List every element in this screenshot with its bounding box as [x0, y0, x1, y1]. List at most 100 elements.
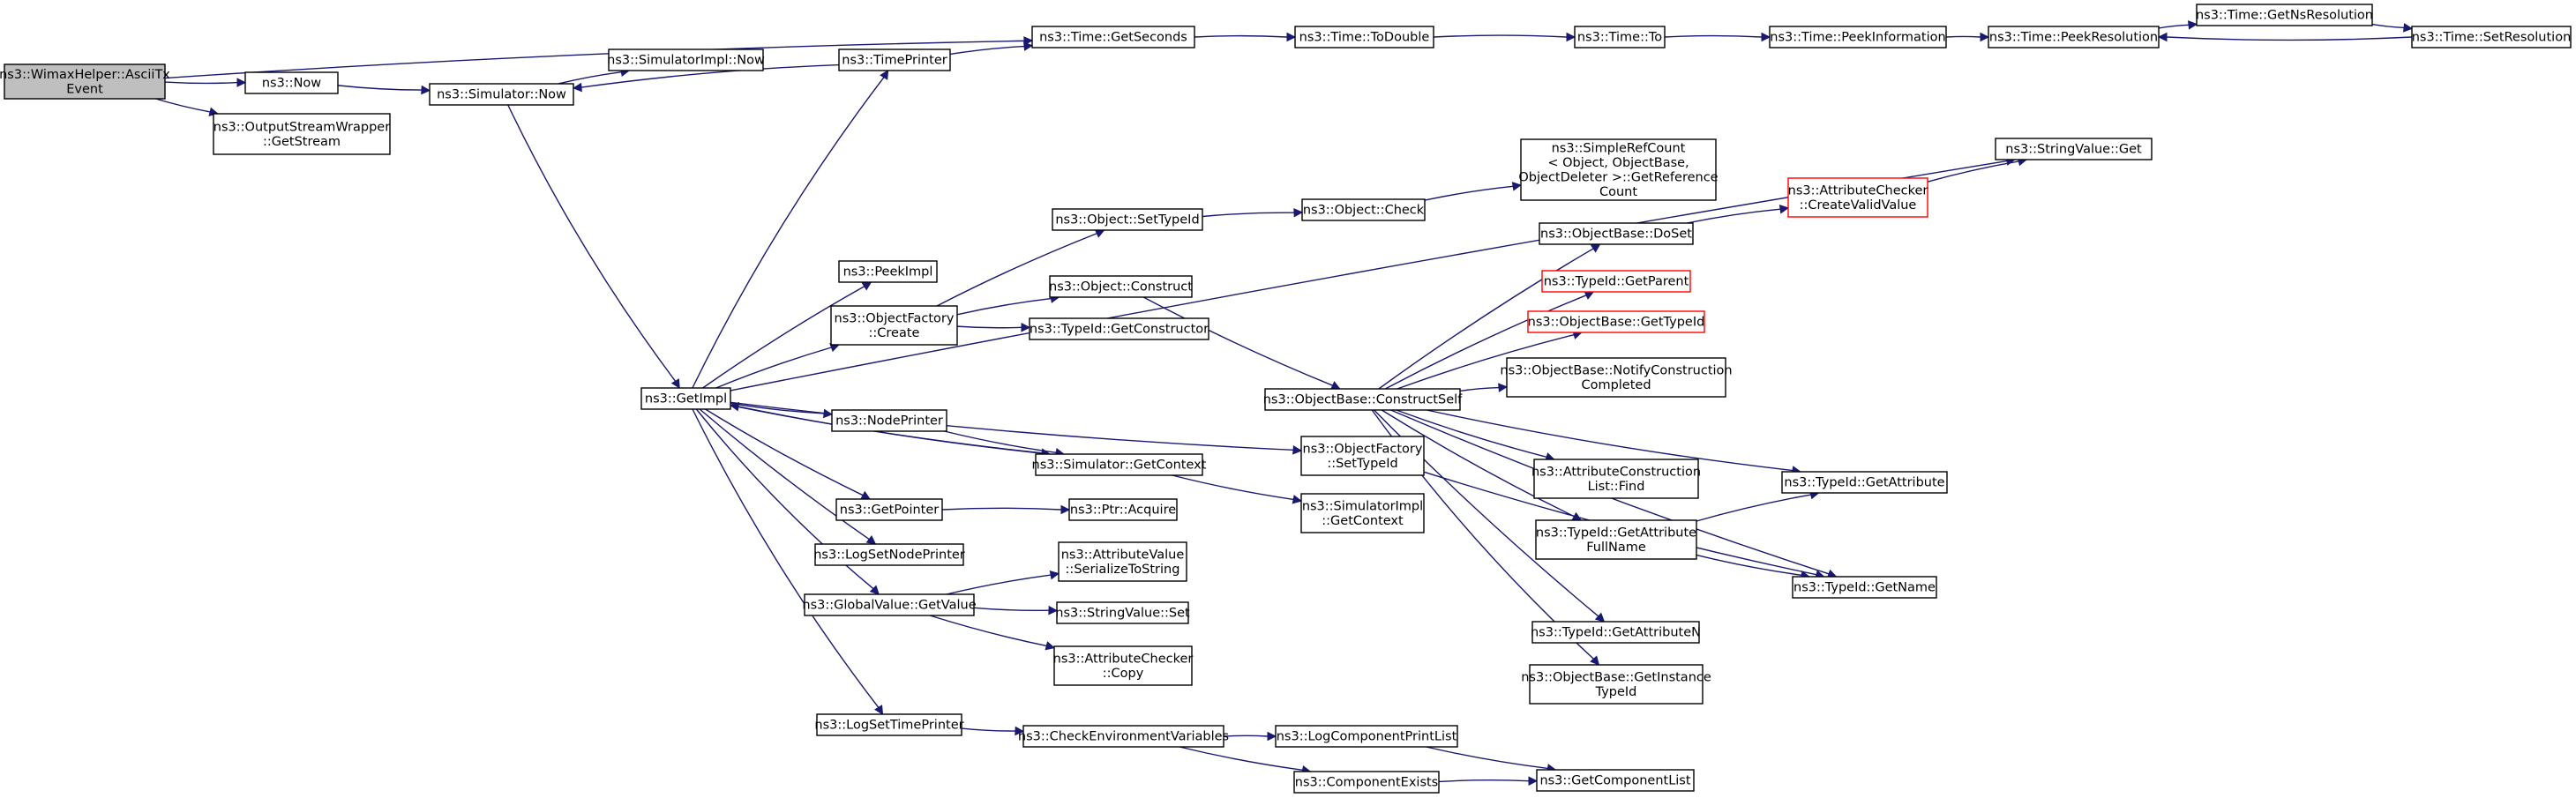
node-getattributen[interactable]: ns3::TypeId::GetAttributeN [1531, 621, 1701, 644]
node-label-osw-1: ::GetStream [263, 135, 341, 149]
node-label-simplerefcount-3: Count [1599, 185, 1637, 199]
node-box-peekres [1988, 26, 2160, 48]
node-stringvalueset[interactable]: ns3::StringValue::Set [1055, 601, 1190, 624]
edge-getimpl-to-getpointer [705, 408, 864, 496]
node-label-peekimpl-0: ns3::PeekImpl [843, 265, 933, 280]
node-setTypeId[interactable]: ns3::Object::SetTypeId [1052, 208, 1203, 231]
node-obgettypeid[interactable]: ns3::ObjectBase::GetTypeId [1527, 310, 1705, 333]
node-box-checkenv [1022, 725, 1224, 748]
node-getimpl[interactable]: ns3::GetImpl [640, 387, 731, 410]
node-todouble[interactable]: ns3::Time::ToDouble [1294, 26, 1434, 48]
node-osw[interactable]: ns3::OutputStreamWrapper::GetStream [213, 113, 391, 155]
node-box-timeprinter [838, 48, 951, 71]
node-label-ofcreate-1: ::Create [869, 326, 920, 340]
edge-root-to-osw [155, 98, 211, 113]
node-label-nodeprinter-0: ns3::NodePrinter [835, 414, 943, 429]
arrowhead-now-to-simnow [421, 85, 431, 95]
node-ptracquire[interactable]: ns3::Ptr::Acquire [1068, 498, 1178, 521]
node-getpointer[interactable]: ns3::GetPointer [835, 498, 943, 521]
node-label-accopy-0: ns3::AttributeChecker [1053, 652, 1194, 666]
node-peekres[interactable]: ns3::Time::PeekResolution [1988, 26, 2160, 48]
node-simplerefcount[interactable]: ns3::SimpleRefCount< Object, ObjectBase,… [1518, 138, 1719, 201]
node-check[interactable]: ns3::Object::Check [1301, 198, 1426, 221]
node-checkenv[interactable]: ns3::CheckEnvironmentVariables [1018, 725, 1229, 748]
node-getcomplist[interactable]: ns3::GetComponentList [1536, 769, 1695, 792]
edge-setres-to-peekres [2166, 36, 2413, 41]
node-label-getconstructor-0: ns3::TypeId::GetConstructor [1030, 323, 1209, 337]
node-box-root [4, 63, 166, 100]
node-peekinfo[interactable]: ns3::Time::PeekInformation [1769, 26, 1947, 48]
node-now[interactable]: ns3::Now [244, 71, 339, 94]
node-ofcreate[interactable]: ns3::ObjectFactory::Create [830, 305, 958, 346]
node-box-stringvalueget [1995, 138, 2153, 160]
node-construct[interactable]: ns3::Object::Construct [1049, 275, 1193, 298]
node-nodeprinter[interactable]: ns3::NodePrinter [831, 409, 947, 432]
node-createvalid[interactable]: ns3::AttributeChecker::CreateValidValue [1787, 177, 1928, 218]
node-accopy[interactable]: ns3::AttributeChecker::Copy [1053, 645, 1194, 686]
node-simnow[interactable]: ns3::Simulator::Now [429, 83, 574, 106]
node-getseconds[interactable]: ns3::Time::GetSeconds [1031, 26, 1195, 48]
edge-root-to-now [164, 81, 238, 85]
edge-timeprinter-to-simnow [580, 63, 840, 88]
edge-constructself-to-notifyconstruction [1459, 386, 1500, 392]
edge-getimpl-to-logsetnodeprinter [699, 408, 870, 541]
node-getconstructor[interactable]: ns3::TypeId::GetConstructor [1029, 317, 1209, 340]
node-getparent[interactable]: ns3::TypeId::GetParent [1541, 270, 1691, 293]
edge-peekres-to-getnsres [2158, 24, 2190, 29]
node-box-todouble [1294, 26, 1434, 48]
arrowhead-constructself-to-getinstancetypeid [1590, 655, 1600, 666]
node-doset[interactable]: ns3::ObjectBase::DoSet [1539, 222, 1694, 245]
node-box-accopy [1053, 645, 1193, 686]
node-label-getattribute-0: ns3::TypeId::GetAttribute [1784, 476, 1944, 490]
node-ofsettypeid[interactable]: ns3::ObjectFactory::SetTypeId [1300, 436, 1425, 476]
node-label-doset-0: ns3::ObjectBase::DoSet [1540, 227, 1692, 242]
arrowhead-constructself-to-doset [1590, 243, 1601, 253]
node-peekimpl[interactable]: ns3::PeekImpl [838, 260, 938, 283]
node-gvgetvalue[interactable]: ns3::GlobalValue::GetValue [802, 593, 977, 616]
arrowhead-constructself-to-getattributen [1594, 612, 1606, 623]
node-box-simnow [429, 83, 574, 106]
node-label-setTypeId-0: ns3::Object::SetTypeId [1055, 213, 1199, 227]
edge-timeprinter-to-getseconds [949, 45, 1025, 56]
node-avserialize[interactable]: ns3::AttributeValue::SerializeToString [1058, 541, 1187, 582]
node-simgetcontext[interactable]: ns3::Simulator::GetContext [1032, 453, 1207, 476]
node-label-avserialize-1: ::SerializeToString [1066, 563, 1180, 577]
node-box-logsetnodeprinter [814, 543, 964, 566]
node-logsettimeprinter[interactable]: ns3::LogSetTimePrinter [814, 713, 964, 736]
node-timeprinter[interactable]: ns3::TimePrinter [838, 48, 951, 71]
node-notifyconstruction[interactable]: ns3::ObjectBase::NotifyConstructionCompl… [1500, 357, 1733, 398]
arrowhead-check-to-simplerefcount [1511, 182, 1523, 191]
node-stringvalueget[interactable]: ns3::StringValue::Get [1995, 138, 2153, 160]
edge-logsettimeprinter-to-checkenv [961, 727, 1016, 732]
node-label-simimplgetcontext-1: ::GetContext [1322, 514, 1404, 528]
edge-constructself-to-getparent [1384, 295, 1587, 390]
node-compexists[interactable]: ns3::ComponentExists [1293, 771, 1440, 794]
arrowhead-getimpl-to-gvgetvalue [869, 585, 880, 595]
arrowhead-getimpl-to-logsetnodeprinter [865, 535, 877, 545]
node-simimplgetcontext[interactable]: ns3::SimulatorImpl::GetContext [1300, 493, 1425, 533]
node-logcompprintlist[interactable]: ns3::LogComponentPrintList [1275, 725, 1458, 748]
node-box-simgetcontext [1035, 453, 1203, 476]
node-setres[interactable]: ns3::Time::SetResolution [2411, 26, 2572, 48]
node-box-peekimpl [838, 260, 938, 283]
node-box-getname [1792, 576, 1937, 599]
node-to[interactable]: ns3::Time::To [1574, 26, 1666, 48]
node-getname[interactable]: ns3::TypeId::GetName [1792, 576, 1937, 599]
node-box-to [1574, 26, 1666, 48]
arrowhead-constructself-to-getparent [1584, 291, 1595, 300]
node-constructself[interactable]: ns3::ObjectBase::ConstructSelf [1263, 388, 1463, 411]
node-getnsres[interactable]: ns3::Time::GetNsResolution [2196, 4, 2373, 26]
node-label-check-0: ns3::Object::Check [1303, 204, 1425, 218]
node-label-getinstancetypeid-1: TypeId [1595, 685, 1637, 699]
node-label-acfind-0: ns3::AttributeConstruction [1531, 465, 1701, 479]
node-label-simimplgetcontext-0: ns3::SimulatorImpl [1302, 499, 1423, 513]
node-getattribute[interactable]: ns3::TypeId::GetAttribute [1781, 471, 1948, 494]
node-simimplnow[interactable]: ns3::SimulatorImpl::Now [607, 48, 765, 71]
node-logsetnodeprinter[interactable]: ns3::LogSetNodePrinter [813, 543, 965, 566]
node-label-ofcreate-0: ns3::ObjectFactory [835, 311, 955, 325]
